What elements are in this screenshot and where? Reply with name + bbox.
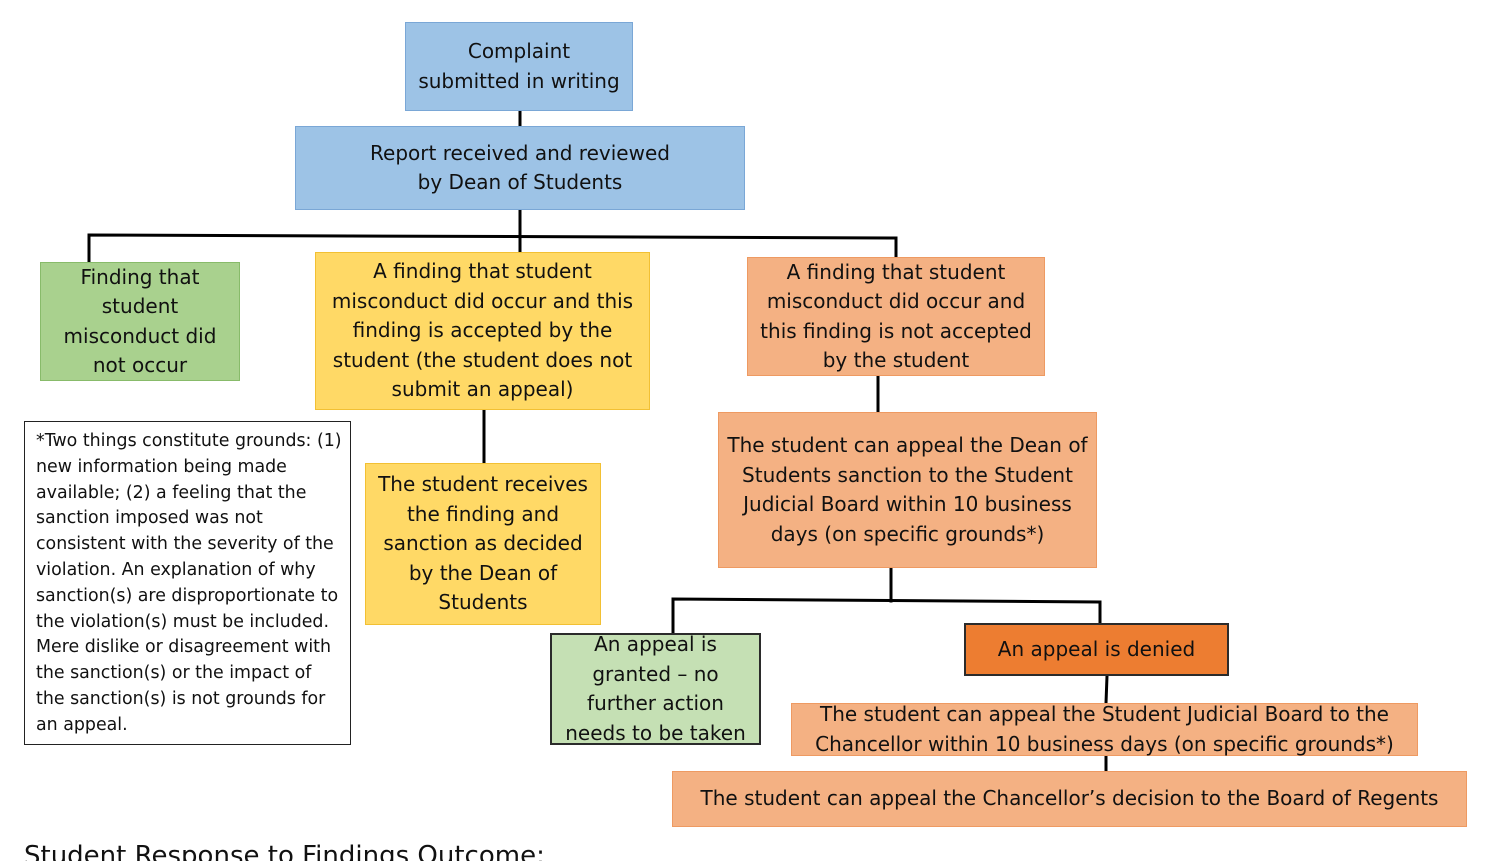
node-appeal-judicial-board: The student can appeal the Dean of Stude… <box>718 412 1097 568</box>
node-appeal-board-of-regents: The student can appeal the Chancellor’s … <box>672 771 1467 827</box>
grounds-note: *Two things constitute grounds: (1) new … <box>24 421 351 745</box>
node-appeal-granted: An appeal is granted – no further action… <box>550 632 761 745</box>
node-appeal-board-of-regents-label: The student can appeal the Chancellor’s … <box>700 786 1439 811</box>
node-appeal-chancellor-label: The student can appeal the Student Judic… <box>815 702 1394 756</box>
grounds-note-text: *Two things constitute grounds: (1) new … <box>36 431 342 735</box>
node-no-misconduct-label: Finding that student misconduct did not … <box>63 264 217 378</box>
node-appeal-chancellor: The student can appeal the Student Judic… <box>791 702 1418 756</box>
node-receives-finding: The student receives the finding and san… <box>365 463 601 625</box>
node-appeal-denied: An appeal is denied <box>964 623 1229 676</box>
node-complaint-label: Complaint submitted in writing <box>418 39 620 93</box>
connector-branch-bar <box>87 233 898 264</box>
connector-split-bar <box>671 597 1102 635</box>
node-appeal-granted-label: An appeal is granted – no further action… <box>565 632 746 745</box>
node-appeal-judicial-board-label: The student can appeal the Dean of Stude… <box>727 433 1088 546</box>
node-finding-not-accepted: A finding that student misconduct did oc… <box>747 257 1045 376</box>
section-heading: Student Response to Findings Outcome: <box>24 841 545 861</box>
node-report-received: Report received and reviewed by Dean of … <box>295 126 745 210</box>
node-complaint-submitted: Complaint submitted in writing <box>405 22 633 111</box>
node-finding-accepted: A finding that student misconduct did oc… <box>315 252 650 410</box>
node-no-misconduct: Finding that student misconduct did not … <box>40 262 240 381</box>
node-report-label: Report received and reviewed by Dean of … <box>370 140 670 195</box>
node-receives-finding-label: The student receives the finding and san… <box>378 472 588 615</box>
node-appeal-denied-label: An appeal is denied <box>997 636 1196 661</box>
node-finding-accepted-label: A finding that student misconduct did oc… <box>331 259 634 402</box>
node-finding-not-accepted-label: A finding that student misconduct did oc… <box>760 259 1032 373</box>
connector-denied-chancellor <box>1104 674 1109 705</box>
